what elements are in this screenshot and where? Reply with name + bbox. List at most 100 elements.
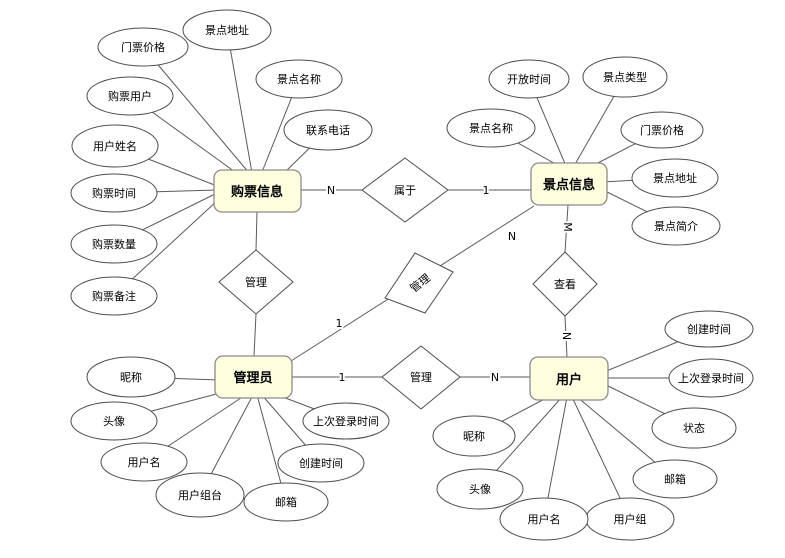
attribute-user-last-login: 上次登录时间 bbox=[668, 358, 754, 398]
attribute-user-avatar: 头像 bbox=[436, 468, 524, 510]
relationship-diamond bbox=[381, 345, 461, 410]
entity-label: 景点信息 bbox=[543, 177, 595, 193]
attribute-label: 头像 bbox=[103, 415, 125, 428]
cardinality-label: N bbox=[327, 184, 335, 197]
connector-line bbox=[226, 29, 253, 174]
attribute-purchase-time: 购票时间 bbox=[70, 173, 158, 213]
attribute-ellipse bbox=[182, 9, 272, 51]
attribute-label: 邮箱 bbox=[275, 495, 297, 509]
attribute-ellipse bbox=[432, 415, 516, 457]
attribute-user-usergroup: 用户组 bbox=[585, 497, 675, 541]
relationship-diamond bbox=[532, 251, 598, 317]
attribute-admin-create-time: 创建时间 bbox=[277, 443, 365, 483]
attribute-admin-email: 邮箱 bbox=[243, 482, 329, 522]
entity-box bbox=[529, 356, 609, 401]
relationship-view: 查看 bbox=[532, 251, 598, 317]
relationship-line bbox=[255, 211, 258, 251]
entity-label: 购票信息 bbox=[231, 184, 283, 200]
attribute-label: 状态 bbox=[683, 421, 705, 435]
attribute-scenic-name-ticket: 景点名称 bbox=[255, 59, 343, 99]
attribute-label: 门票价格 bbox=[121, 40, 165, 54]
entity-ticket-info: 购票信息 bbox=[213, 169, 302, 213]
relationship-line bbox=[564, 204, 569, 253]
attribute-ellipse bbox=[488, 59, 570, 99]
entity-label: 用户 bbox=[555, 372, 582, 388]
relationship-label: 查看 bbox=[554, 277, 576, 291]
attribute-label: 门票价格 bbox=[640, 123, 684, 137]
attribute-ellipse bbox=[70, 173, 158, 213]
attribute-ellipse bbox=[631, 206, 721, 246]
attribute-label: 景点名称 bbox=[277, 72, 321, 86]
relationship-diamond bbox=[218, 249, 294, 315]
attribute-label: 景点简介 bbox=[654, 219, 698, 233]
relationship-manage-ticket: 管理 bbox=[218, 249, 294, 315]
attribute-scenic-name: 景点名称 bbox=[446, 108, 536, 148]
attribute-open-time: 开放时间 bbox=[488, 59, 570, 99]
attribute-label: 用户组台 bbox=[178, 488, 222, 502]
attribute-purchase-note: 购票备注 bbox=[70, 276, 158, 316]
relationship-line bbox=[564, 315, 568, 358]
attribute-ellipse bbox=[664, 310, 754, 348]
entity-box bbox=[530, 162, 608, 206]
cardinality-label: 1 bbox=[483, 184, 490, 197]
cardinality-label: N bbox=[508, 230, 516, 243]
attribute-label: 开放时间 bbox=[507, 72, 551, 86]
attribute-ticket-price: 门票价格 bbox=[97, 27, 189, 67]
attribute-ellipse bbox=[620, 111, 704, 149]
attribute-label: 昵称 bbox=[463, 429, 485, 443]
attribute-ellipse bbox=[86, 76, 174, 116]
attribute-admin-nickname: 昵称 bbox=[86, 356, 176, 398]
attribute-label: 购票时间 bbox=[92, 186, 136, 200]
attribute-user-status: 状态 bbox=[651, 407, 737, 449]
attribute-ellipse bbox=[436, 468, 524, 510]
attribute-user-username: 用户名 bbox=[499, 497, 589, 541]
attribute-admin-avatar: 头像 bbox=[70, 401, 158, 441]
attribute-ellipse bbox=[71, 124, 159, 168]
relationship-manage-user: 管理 bbox=[381, 345, 461, 410]
attribute-label: 购票用户 bbox=[108, 89, 152, 103]
attribute-label: 创建时间 bbox=[687, 322, 731, 336]
cardinality-label: 1 bbox=[339, 371, 346, 384]
relationship-label: 管理 bbox=[410, 370, 432, 384]
attribute-ellipse bbox=[499, 497, 589, 541]
attribute-ellipse bbox=[86, 356, 176, 398]
attribute-ellipse bbox=[243, 482, 329, 522]
attribute-label: 景点名称 bbox=[469, 121, 513, 135]
relationship-diamond bbox=[361, 157, 449, 223]
attribute-label: 上次登录时间 bbox=[313, 414, 379, 428]
entity-box bbox=[213, 169, 302, 213]
attribute-admin-usergroup: 用户组台 bbox=[155, 472, 245, 518]
attribute-ellipse bbox=[283, 109, 373, 151]
attribute-user-name-ticket: 用户姓名 bbox=[71, 124, 159, 168]
attribute-ellipse bbox=[631, 158, 719, 198]
attribute-label: 创建时间 bbox=[299, 456, 343, 470]
entity-box bbox=[214, 355, 293, 399]
attribute-scenic-intro: 景点简介 bbox=[631, 206, 721, 246]
cardinality-label: N bbox=[491, 371, 499, 384]
cardinality-label: N bbox=[560, 332, 573, 340]
attribute-label: 昵称 bbox=[120, 370, 142, 384]
attribute-ellipse bbox=[70, 401, 158, 441]
relationship-label: 管理 bbox=[245, 275, 267, 289]
attribute-purchase-quantity: 购票数量 bbox=[70, 224, 158, 264]
attribute-label: 用户姓名 bbox=[93, 139, 137, 153]
attribute-scenic-address-ticket: 景点地址 bbox=[182, 9, 272, 51]
relationship-belongs-to: 属于 bbox=[361, 157, 449, 223]
attribute-ellipse bbox=[70, 224, 158, 264]
attribute-ellipse bbox=[582, 56, 668, 98]
attribute-scenic-address: 景点地址 bbox=[631, 158, 719, 198]
attribute-ellipse bbox=[97, 27, 189, 67]
connector-line bbox=[142, 46, 251, 175]
attribute-ellipse bbox=[668, 358, 754, 398]
attribute-ellipse bbox=[255, 59, 343, 99]
attribute-label: 景点地址 bbox=[653, 171, 697, 185]
attribute-ellipse bbox=[302, 402, 390, 440]
attribute-ellipse bbox=[632, 459, 718, 499]
entity-user: 用户 bbox=[529, 356, 609, 401]
attribute-admin-last-login: 上次登录时间 bbox=[302, 402, 390, 440]
attribute-label: 景点地址 bbox=[205, 23, 249, 37]
attribute-ellipse bbox=[155, 472, 245, 518]
attribute-label: 用户名 bbox=[528, 512, 561, 526]
